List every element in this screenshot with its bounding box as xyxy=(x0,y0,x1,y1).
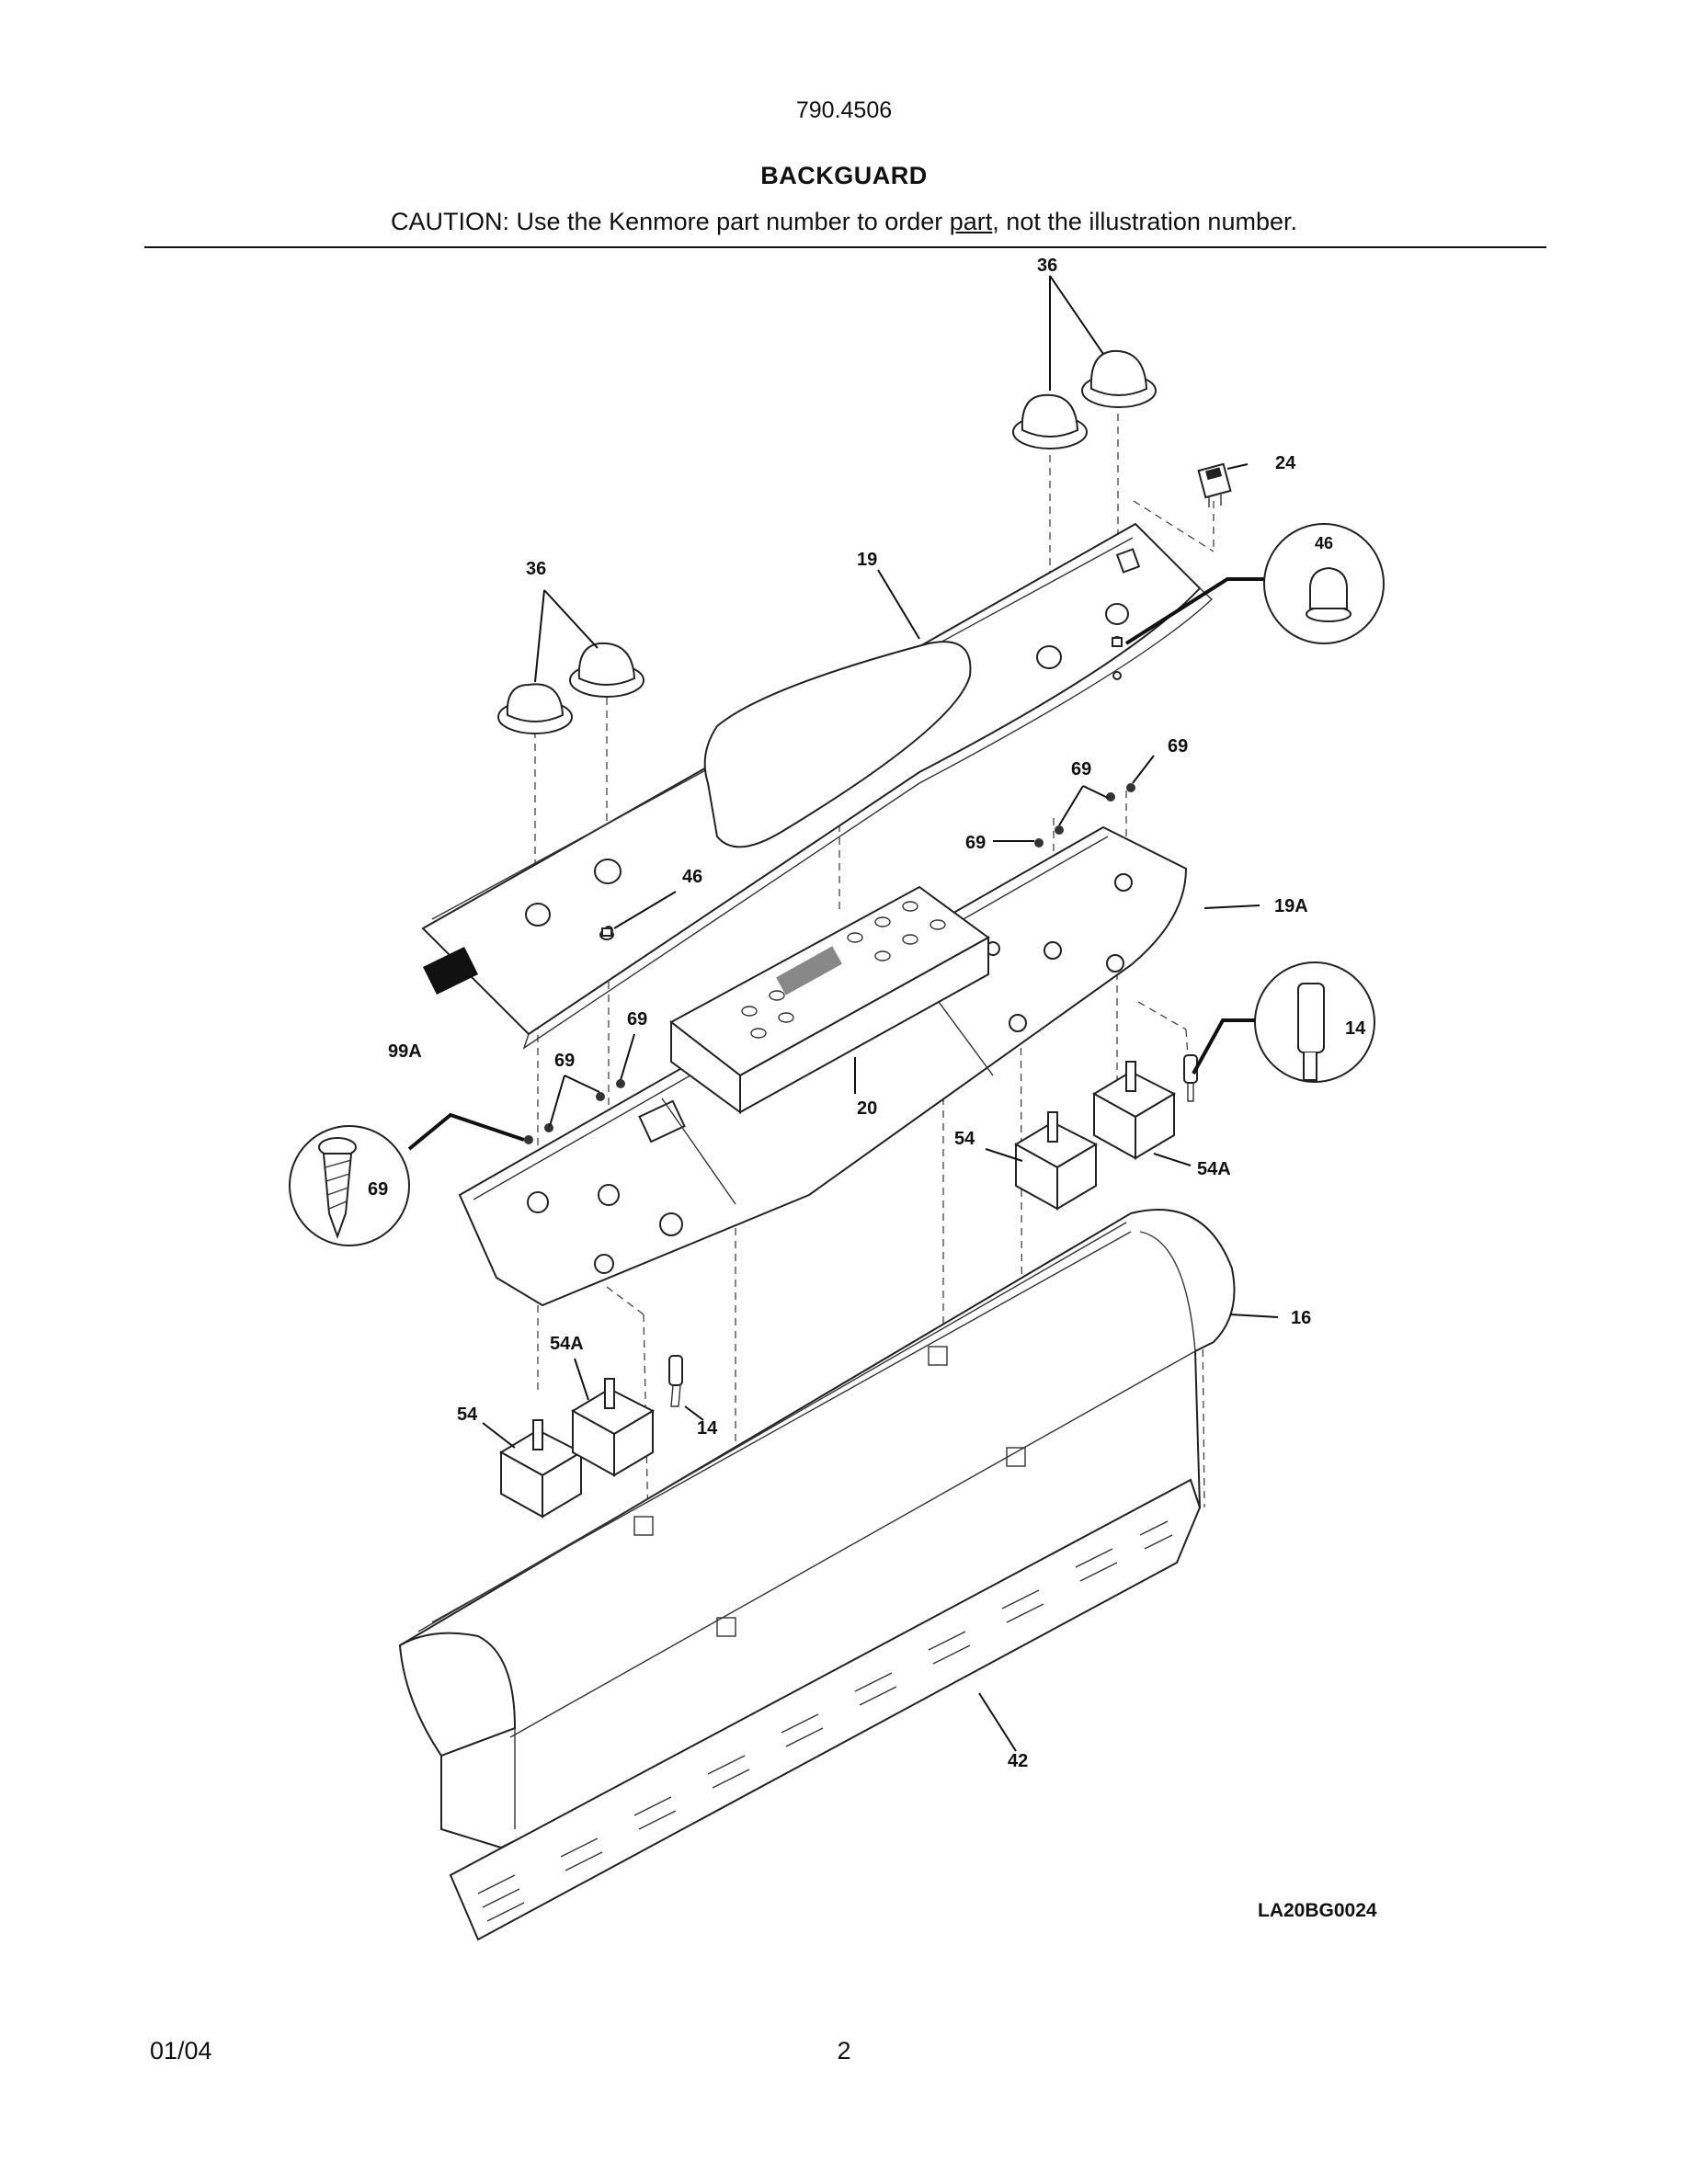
knob-36-right-2 xyxy=(1081,349,1157,408)
knob-36-right-1 xyxy=(1012,393,1088,449)
infinite-switch-54-left xyxy=(499,1419,584,1519)
callout-19: 19 xyxy=(857,550,877,570)
electronic-control-20 xyxy=(669,885,990,1114)
backguard-housing-16 xyxy=(398,1209,1236,1849)
caution-suffix: , not the illustration number. xyxy=(992,208,1297,235)
header-rule xyxy=(144,246,1546,248)
callout-69-detail: 69 xyxy=(368,1179,388,1200)
callout-99a: 99A xyxy=(388,1041,422,1062)
callout-46-detail: 46 xyxy=(1315,534,1333,552)
leader-lines xyxy=(407,275,1279,1752)
infinite-switch-54a-left xyxy=(571,1378,656,1477)
callout-16: 16 xyxy=(1291,1308,1311,1328)
callout-14: 14 xyxy=(697,1418,718,1439)
infinite-switch-54a-right xyxy=(1092,1061,1177,1160)
callout-46: 46 xyxy=(682,867,702,887)
callout-14-detail: 14 xyxy=(1345,1018,1366,1039)
callout-20: 20 xyxy=(857,1098,877,1119)
lamp-14-right xyxy=(1183,1054,1198,1102)
callout-54-right: 54 xyxy=(954,1129,975,1149)
infinite-switch-54-right xyxy=(1014,1111,1099,1211)
callout-54-left: 54 xyxy=(457,1405,478,1425)
detail-circle-69 xyxy=(289,1125,410,1246)
footer-date: 01/04 xyxy=(150,2037,212,2065)
indicator-light-46-right xyxy=(1112,637,1123,647)
callout-24: 24 xyxy=(1275,453,1296,473)
knob-36-left-2 xyxy=(569,642,644,698)
caution-prefix: CAUTION: Use the Kenmore part number to … xyxy=(391,208,950,235)
vent-trim-42 xyxy=(449,1478,1202,1941)
drawing-id: LA20BG0024 xyxy=(1258,1900,1377,1921)
lamp-14 xyxy=(668,1355,683,1407)
callout-36-right: 36 xyxy=(1037,256,1057,276)
page-number: 2 xyxy=(837,2037,851,2065)
callout-69-a: 69 xyxy=(1168,736,1188,756)
callout-54a-left: 54A xyxy=(550,1334,584,1354)
callout-19a: 19A xyxy=(1274,896,1308,916)
detail-circle-46 xyxy=(1263,523,1385,644)
detail-circle-14 xyxy=(1254,961,1375,1083)
section-title: BACKGUARD xyxy=(760,162,928,189)
callout-69-e: 69 xyxy=(554,1051,575,1071)
callout-69-d: 69 xyxy=(627,1009,647,1029)
callout-69-b: 69 xyxy=(1071,759,1091,779)
callout-42: 42 xyxy=(1008,1751,1028,1771)
switch-24 xyxy=(1197,462,1232,507)
model-number: 790.4506 xyxy=(795,97,893,123)
callout-69-c: 69 xyxy=(965,833,986,853)
callout-labels: 36 24 46 36 19 69 69 69 46 19A 14 99A 69… xyxy=(368,256,1377,1921)
indicator-light-46 xyxy=(599,927,614,940)
knob-36-left-1 xyxy=(497,683,573,734)
caution-underlined-word: part xyxy=(949,208,993,235)
callout-54a-right: 54A xyxy=(1197,1159,1231,1179)
caution-text: CAUTION: Use the Kenmore part number to … xyxy=(0,208,1688,236)
control-panel-19 xyxy=(421,522,1214,1050)
screws-69 xyxy=(524,783,1135,1144)
callout-36-left: 36 xyxy=(526,559,546,579)
